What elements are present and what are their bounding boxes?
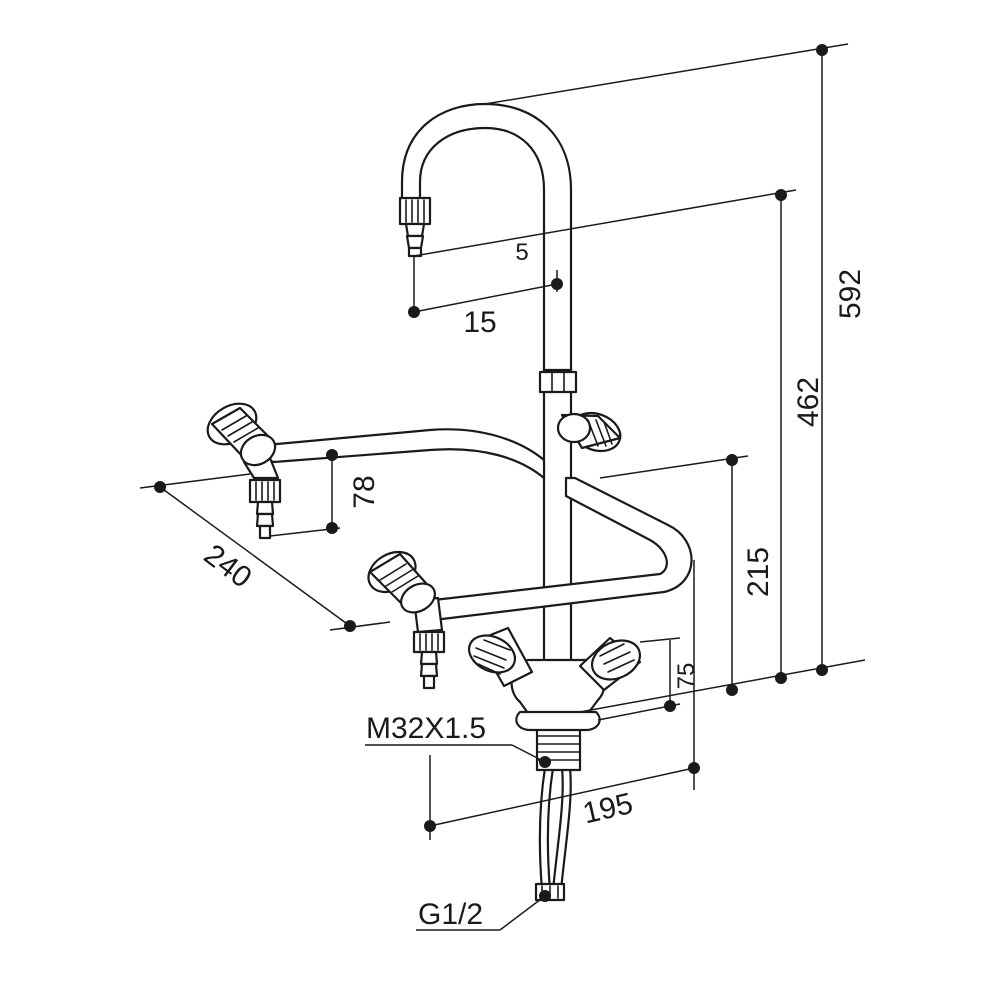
left-valve-handle: [206, 402, 277, 467]
dim-78-label: 78: [348, 475, 381, 508]
gooseneck-spout: [398, 102, 573, 372]
dim-spout-reach: 15 5: [408, 239, 563, 339]
dim-462-label: 462: [792, 377, 825, 427]
leader-mount-thread: M32X1.5: [365, 712, 551, 768]
distribution-arm: [264, 428, 693, 622]
dim-outlet-height: 215: [599, 454, 775, 696]
spout-column: [538, 366, 578, 670]
dim-75-label: 75: [673, 663, 700, 690]
leader-inlet-thread: G1/2: [416, 890, 551, 931]
inlet-thread-label: G1/2: [418, 898, 483, 931]
base-body: [510, 658, 606, 732]
dim-592-label: 592: [834, 269, 867, 319]
dim-5-label: 5: [515, 239, 528, 266]
dim-215-label: 215: [742, 547, 775, 597]
base-right-valve-handle: [578, 636, 642, 692]
base-left-valve-handle: [467, 626, 534, 688]
dim-total-height: 592: [484, 43, 867, 713]
dim-arm-depth: 78: [269, 449, 381, 537]
front-valve-handle: [367, 550, 436, 614]
mount-thread-label: M32X1.5: [366, 712, 486, 745]
dim-240-label: 240: [198, 538, 258, 594]
dim-valve-height: 75: [597, 637, 700, 721]
inlet-hoses: [534, 766, 572, 902]
dim-15-label: 15: [463, 306, 496, 339]
dim-195-label: 195: [580, 787, 636, 830]
column-valve-handle: [556, 411, 622, 453]
dim-spout-height: 462: [413, 189, 825, 684]
